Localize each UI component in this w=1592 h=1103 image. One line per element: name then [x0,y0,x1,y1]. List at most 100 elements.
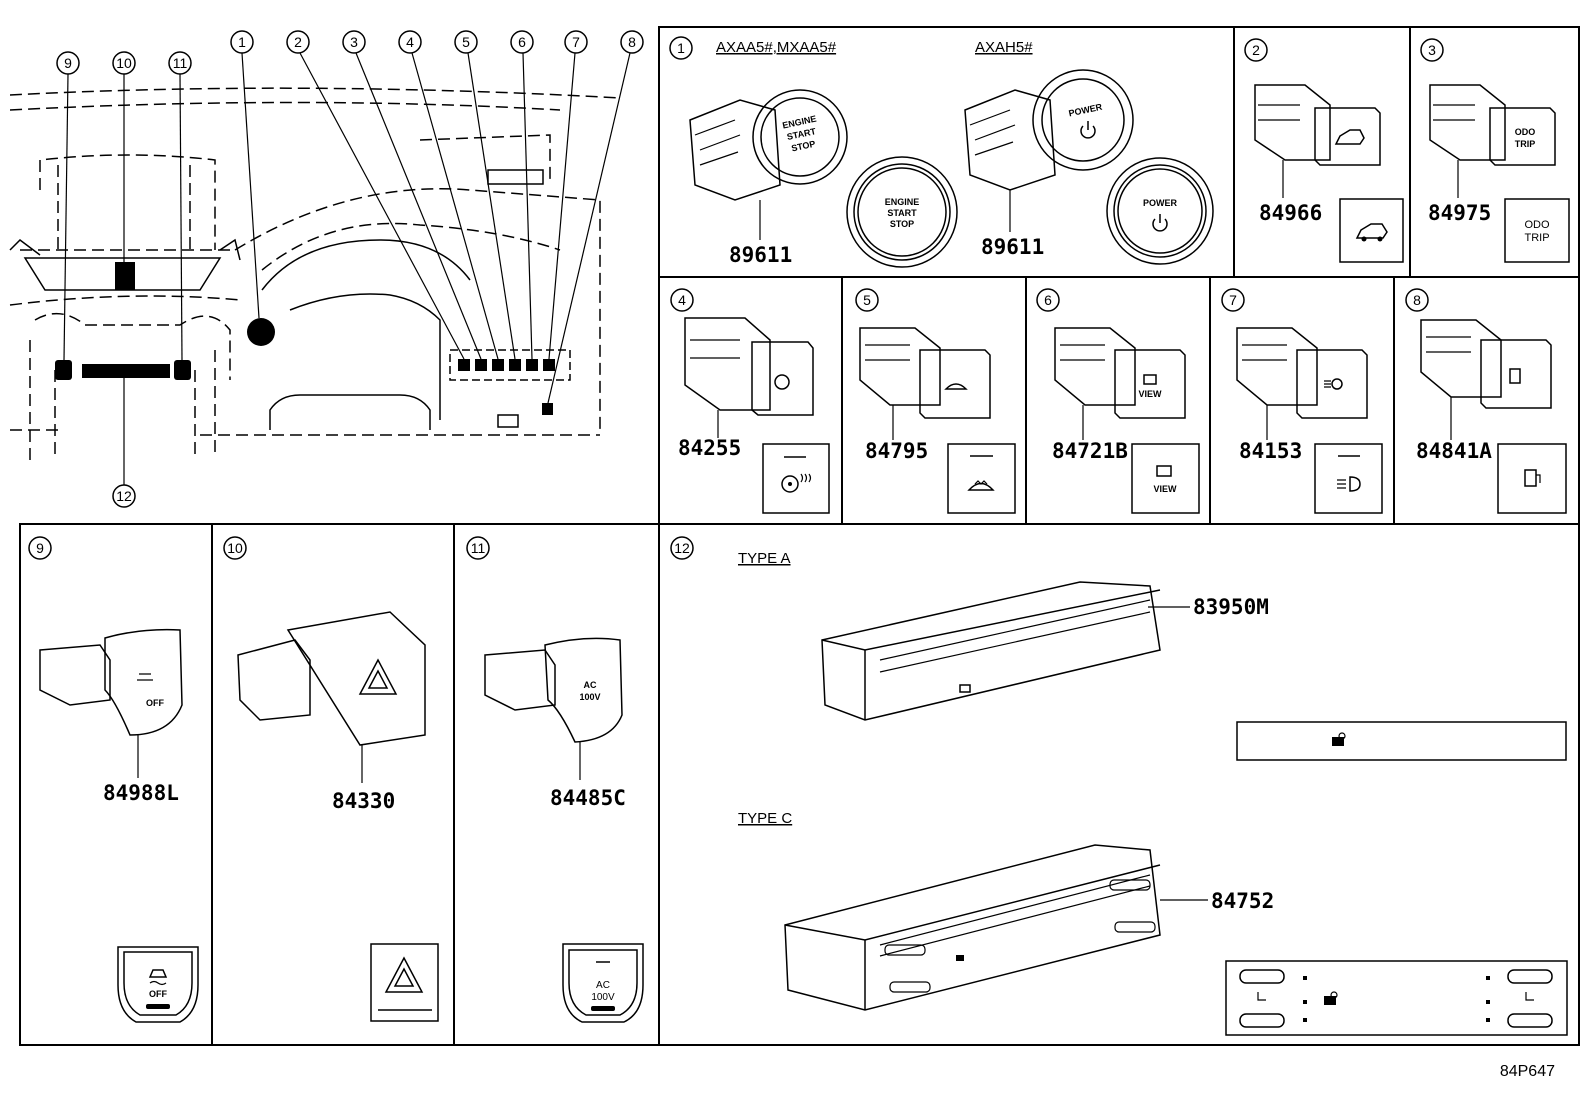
child-lock-icon [959,684,971,693]
auto-headlight-icon [1337,476,1361,492]
steering-heater-icon [774,374,790,390]
part-number-84485c: 84485C [550,786,626,810]
cell-11-ac-outlet-switch: 11 AC 100V 84485C AC 100V [466,536,644,1023]
auto-headlight-icon [1324,378,1343,390]
svg-text:ODO: ODO [1524,219,1550,231]
svg-text:OFF: OFF [149,989,167,999]
svg-text:5: 5 [462,34,470,50]
part-number-84752: 84752 [1211,889,1274,913]
svg-text:TRIP: TRIP [1515,139,1536,149]
model-label-b: AXAH5# [975,39,1033,56]
callout-6: 6 [510,30,534,360]
svg-text:1: 1 [238,34,246,50]
callout-5: 5 [454,30,516,360]
svg-text:8: 8 [628,34,636,50]
windshield-deicer-icon [944,383,968,390]
diagram-code: 84P647 [1500,1063,1555,1080]
cell-4-switch: 4 84255 [670,288,830,514]
part-number-89611-a: 89611 [729,243,792,267]
svg-text:7: 7 [572,34,580,50]
part-number-84330: 84330 [332,789,395,813]
svg-text:9: 9 [36,540,44,556]
svg-text:POWER: POWER [1068,102,1104,119]
cell-1-start-switch: 1 AXAA5#,MXAA5# AXAH5# ENGINE START STOP… [669,36,1214,268]
callout-4: 4 [398,30,499,360]
dashboard-overview [9,87,621,460]
callout-1: 1 [230,30,260,319]
model-label-a: AXAA5#,MXAA5# [716,39,837,56]
part-number-84975: 84975 [1428,201,1491,225]
off-road-car-icon [1355,223,1388,242]
child-lock-icon [956,955,964,961]
callout-7: 7 [548,30,588,360]
svg-text:AC: AC [584,680,597,690]
child-lock-icon [1332,732,1346,746]
svg-text:STOP: STOP [790,139,816,154]
part-number-84255: 84255 [678,436,741,460]
callout-11: 11 [168,51,192,361]
cell-7-switch: 7 84153 [1221,288,1383,514]
svg-text:8: 8 [1413,292,1421,308]
svg-text:ODO: ODO [1515,127,1536,137]
svg-text:3: 3 [350,34,358,50]
svg-text:7: 7 [1229,292,1237,308]
part-number-84721b: 84721B [1052,439,1128,463]
seat-heater-icon [1257,992,1266,1001]
steering-heater-icon [781,473,812,493]
svg-text:AC: AC [596,980,610,991]
type-c-label: TYPE C [738,810,792,827]
svg-text:100V: 100V [579,692,600,702]
cell-6-switch: 6 VIEW 84721B VIEW [1036,288,1200,514]
svg-text:ENGINE: ENGINE [885,197,920,207]
part-number-84988l: 84988L [103,781,179,805]
hazard-triangle-icon [384,956,424,993]
svg-text:2: 2 [1252,42,1260,58]
svg-text:5: 5 [863,292,871,308]
cell-9-traction-switch: 9 OFF 84988L OFF [28,536,199,1023]
power-symbol-icon [1080,121,1096,139]
svg-text:10: 10 [116,55,132,71]
cell-3-switch: 3 ODO TRIP 84975 ODO TRIP [1420,38,1570,263]
traction-off-icon [137,673,153,681]
off-road-car-icon [1334,129,1365,145]
child-lock-icon [1324,991,1338,1005]
cell-12-console-switch: 12 TYPE A 83950M TYPE C 84752 [670,536,1568,1036]
callout-9: 9 [56,51,80,361]
overview-callouts: 1 2 3 4 5 6 7 8 9 10 11 12 [56,30,644,508]
callout-12: 12 [112,378,136,508]
svg-text:STOP: STOP [890,219,914,229]
cell-10-hazard-switch: 10 84330 [223,536,439,1022]
part-number-84841a: 84841A [1416,439,1492,463]
callout-8: 8 [547,30,644,404]
svg-text:POWER: POWER [1143,198,1178,208]
svg-text:11: 11 [173,55,188,71]
svg-text:6: 6 [518,34,526,50]
fuel-door-icon [1509,368,1521,384]
svg-text:START: START [887,208,917,218]
svg-text:4: 4 [406,34,414,50]
callout-2: 2 [286,30,465,360]
svg-text:12: 12 [116,488,132,504]
svg-text:3: 3 [1428,42,1436,58]
camera-view-icon [1143,374,1157,385]
part-number-89611-b: 89611 [981,235,1044,259]
svg-text:VIEW: VIEW [1138,389,1162,399]
hazard-triangle-icon [358,658,398,695]
part-number-84795: 84795 [865,439,928,463]
power-symbol-icon [1152,214,1168,232]
svg-text:TRIP: TRIP [1524,232,1549,244]
seat-heater-icon [1525,992,1534,1001]
type-a-label: TYPE A [738,550,791,567]
callout-10: 10 [112,51,136,262]
svg-text:1: 1 [677,40,685,56]
svg-text:2: 2 [294,34,302,50]
cell-8-switch: 8 84841A [1405,288,1567,514]
svg-text:12: 12 [674,540,690,556]
svg-text:OFF: OFF [146,698,164,708]
svg-text:VIEW: VIEW [1153,484,1177,494]
grid-frames [19,26,1580,1046]
part-number-83950m: 83950M [1193,595,1269,619]
camera-view-icon [1156,465,1172,477]
svg-text:4: 4 [678,292,686,308]
